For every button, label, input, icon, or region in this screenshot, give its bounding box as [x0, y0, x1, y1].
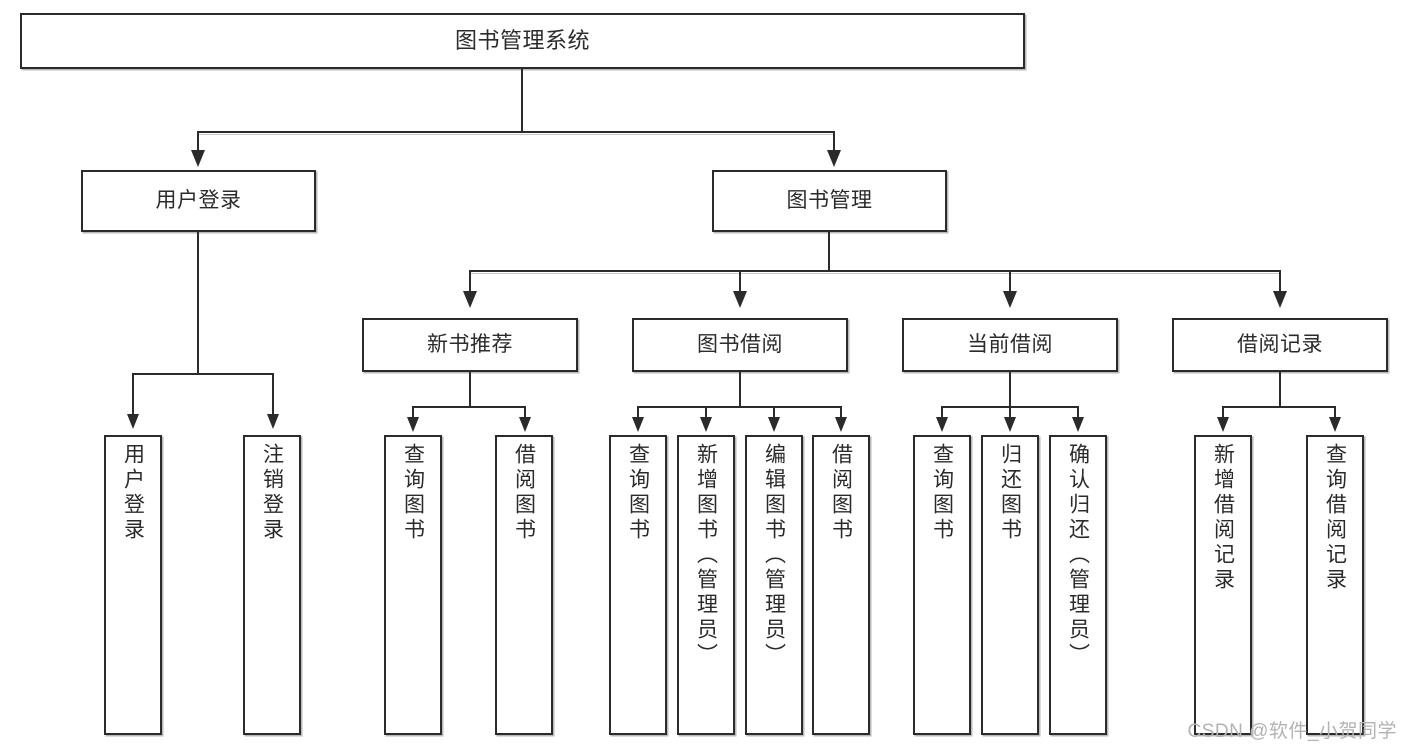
leaf-borrow-book[interactable]: 借阅图书	[812, 435, 870, 735]
connector-drop-current-borrow	[1009, 270, 1011, 294]
connector-current-borrow-stem	[1009, 372, 1011, 407]
connector-drop-bb-leaf-4	[840, 406, 842, 420]
connector-level2-bus	[198, 131, 834, 133]
arrow-to-bb-leaf-2	[700, 417, 712, 432]
connector-drop-cb-leaf-1	[941, 406, 943, 420]
leaf-label: 归还图书	[998, 443, 1022, 543]
node-borrow-record[interactable]: 借阅记录	[1172, 318, 1388, 372]
arrow-to-new-book-recommend	[463, 291, 477, 308]
connector-drop-new-book	[469, 270, 471, 294]
connector-drop-cb-leaf-3	[1077, 406, 1079, 420]
leaf-query-book-current[interactable]: 查询图书	[913, 435, 971, 735]
connector-drop-borrow-record	[1279, 270, 1281, 294]
leaf-query-book-recommend[interactable]: 查询图书	[384, 435, 442, 735]
leaf-add-borrow-record[interactable]: 新增借阅记录	[1194, 435, 1252, 735]
connector-root-stem	[521, 69, 523, 132]
arrow-to-nb-leaf-1	[407, 417, 419, 432]
arrow-to-book-management	[827, 150, 841, 167]
csdn-watermark: CSDN @软件_小贺同学	[1187, 721, 1397, 742]
leaf-confirm-return-admin[interactable]: 确认归还（管理员）	[1049, 435, 1107, 735]
connector-borrow-record-bus	[1223, 406, 1336, 408]
connector-user-login-stem	[197, 232, 199, 374]
leaf-label: 确认归还（管理员）	[1066, 443, 1090, 668]
arrow-to-bb-leaf-3	[768, 417, 780, 432]
node-current-borrow[interactable]: 当前借阅	[902, 318, 1118, 372]
connector-level3-bus	[470, 270, 1280, 272]
connector-drop-nb-leaf-1	[412, 406, 414, 420]
arrow-to-borrow-record	[1273, 291, 1287, 308]
connector-drop-bb-leaf-2	[705, 406, 707, 420]
connector-drop-leaf-logout	[272, 373, 274, 417]
node-new-book-recommend[interactable]: 新书推荐	[362, 318, 578, 372]
connector-drop-cb-leaf-2	[1009, 406, 1011, 420]
connector-new-book-bus	[413, 406, 526, 408]
connector-drop-user-login	[197, 131, 199, 153]
arrow-to-br-leaf-2	[1329, 417, 1341, 432]
connector-drop-br-leaf-2	[1334, 406, 1336, 420]
connector-level3-bus-shadow	[470, 273, 1280, 274]
connector-drop-nb-leaf-2	[524, 406, 526, 420]
arrow-to-cb-leaf-2	[1004, 417, 1016, 432]
leaf-logout[interactable]: 注销登录	[243, 435, 301, 735]
leaf-label: 新增图书（管理员）	[694, 443, 718, 668]
connector-book-borrow-bus	[638, 406, 841, 408]
connector-book-management-stem	[828, 232, 830, 272]
arrow-to-user-login	[191, 150, 205, 167]
node-user-login[interactable]: 用户登录	[81, 170, 316, 232]
leaf-query-book-borrow[interactable]: 查询图书	[609, 435, 667, 735]
leaf-label: 用户登录	[121, 443, 145, 543]
connector-level2-bus-shadow	[198, 134, 834, 135]
arrow-to-leaf-user-login	[127, 414, 139, 429]
connector-borrow-record-stem	[1279, 372, 1281, 407]
arrow-to-br-leaf-1	[1217, 417, 1229, 432]
node-book-management[interactable]: 图书管理	[712, 170, 947, 232]
connector-drop-br-leaf-1	[1222, 406, 1224, 420]
connector-drop-bb-leaf-1	[637, 406, 639, 420]
arrow-to-bb-leaf-4	[835, 417, 847, 432]
node-book-borrow[interactable]: 图书借阅	[632, 318, 848, 372]
arrow-to-bb-leaf-1	[632, 417, 644, 432]
leaf-label: 查询图书	[626, 443, 650, 543]
leaf-borrow-book-recommend[interactable]: 借阅图书	[495, 435, 553, 735]
leaf-label: 查询图书	[930, 443, 954, 543]
arrow-to-cb-leaf-1	[936, 417, 948, 432]
connector-drop-bb-leaf-3	[773, 406, 775, 420]
connector-drop-leaf-user-login	[132, 373, 134, 417]
connector-drop-book-borrow	[739, 270, 741, 294]
connector-user-login-bus	[133, 373, 274, 375]
leaf-user-login[interactable]: 用户登录	[104, 435, 162, 735]
connector-book-borrow-stem	[739, 372, 741, 407]
arrow-to-cb-leaf-3	[1072, 417, 1084, 432]
leaf-label: 借阅图书	[829, 443, 853, 543]
leaf-query-borrow-record[interactable]: 查询借阅记录	[1306, 435, 1364, 735]
leaf-return-book[interactable]: 归还图书	[981, 435, 1039, 735]
leaf-label: 编辑图书（管理员）	[762, 443, 786, 668]
leaf-label: 查询借阅记录	[1323, 443, 1347, 593]
arrow-to-nb-leaf-2	[519, 417, 531, 432]
leaf-add-book-admin[interactable]: 新增图书（管理员）	[677, 435, 735, 735]
arrow-to-leaf-logout	[267, 414, 279, 429]
leaf-label: 借阅图书	[512, 443, 536, 543]
connector-new-book-stem	[469, 372, 471, 407]
leaf-label: 查询图书	[401, 443, 425, 543]
arrow-to-book-borrow	[733, 291, 747, 308]
node-root-book-management-system[interactable]: 图书管理系统	[20, 13, 1025, 69]
leaf-label: 注销登录	[260, 443, 284, 543]
connector-drop-book-management	[833, 131, 835, 153]
arrow-to-current-borrow	[1003, 291, 1017, 308]
leaf-label: 新增借阅记录	[1211, 443, 1235, 593]
leaf-edit-book-admin[interactable]: 编辑图书（管理员）	[745, 435, 803, 735]
